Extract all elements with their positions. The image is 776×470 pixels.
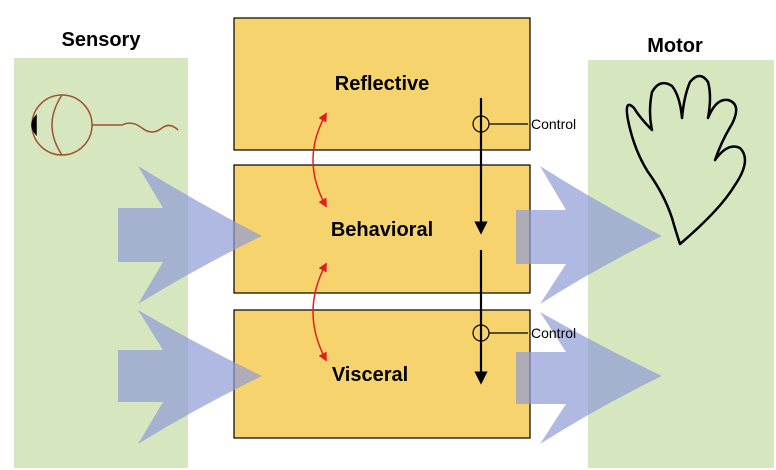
sensory-title: Sensory (62, 29, 142, 51)
motor-output-arrow-lower (516, 312, 662, 444)
sensory-input-arrow-lower (118, 310, 262, 444)
control-label-upper: Control (531, 116, 576, 132)
feedback-arrow-reflective-behavioral (312, 112, 327, 208)
feedback-arrow-behavioral-visceral (312, 262, 327, 362)
motor-panel (588, 60, 774, 468)
layer-label-visceral: Visceral (332, 364, 408, 386)
motor-title: Motor (647, 35, 703, 57)
eye-icon (31, 94, 179, 156)
motor-output-arrow-upper (516, 166, 662, 304)
layer-label-reflective: Reflective (335, 73, 430, 95)
control-label-lower: Control (531, 325, 576, 341)
layer-label-behavioral: Behavioral (331, 219, 433, 241)
hand-icon (625, 74, 747, 246)
sensory-input-arrow-upper (118, 166, 262, 304)
